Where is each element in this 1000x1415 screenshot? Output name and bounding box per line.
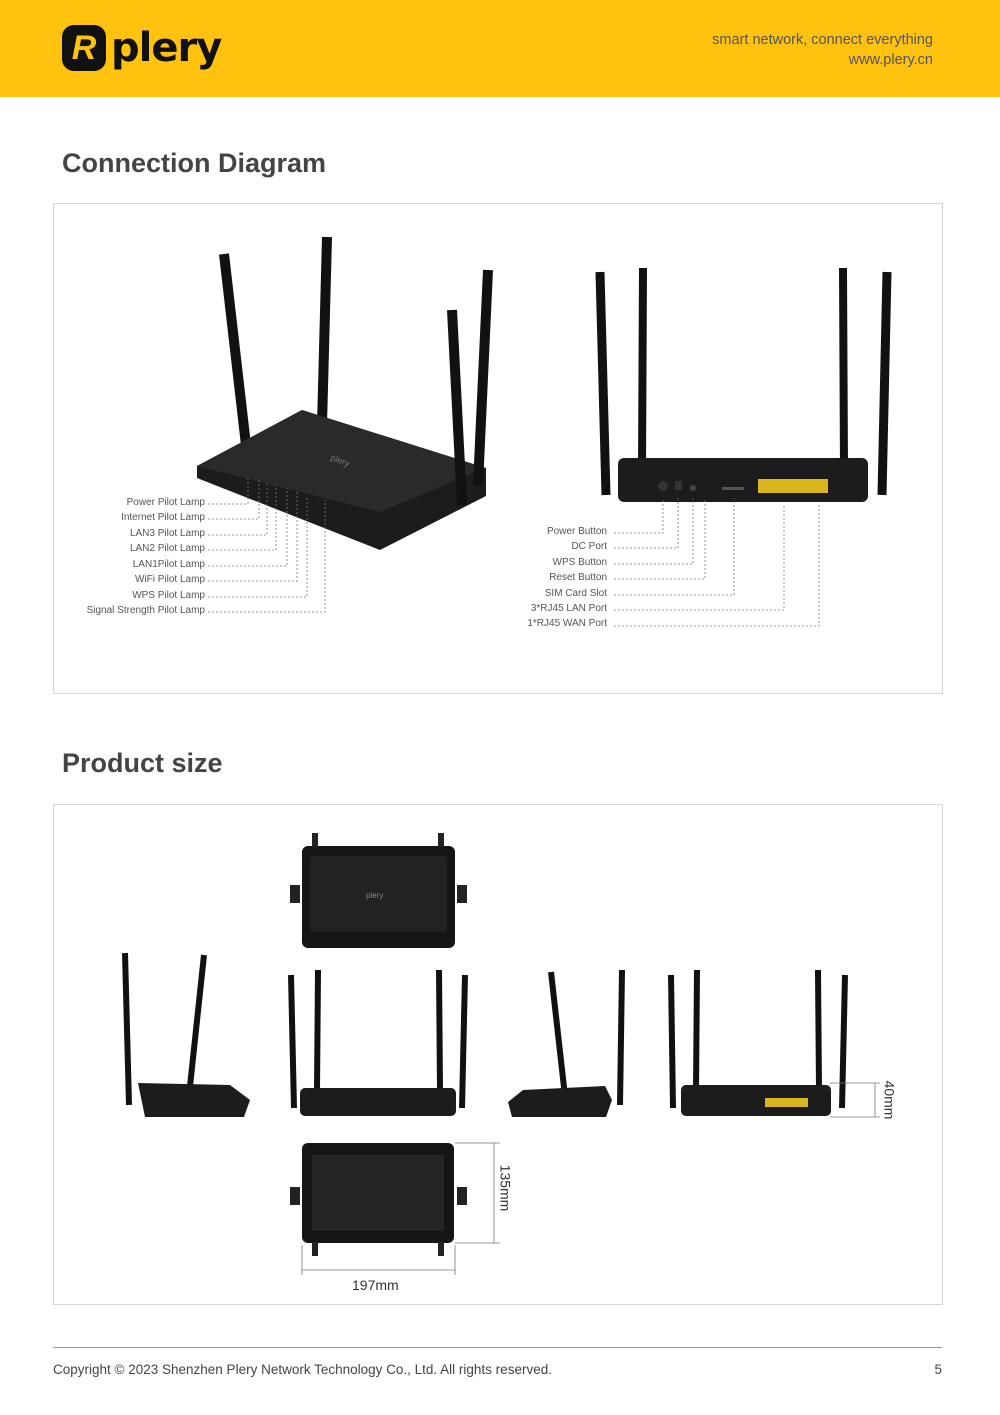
logo-text: plery — [111, 25, 222, 71]
label-signal-strength-pilot-lamp: Signal Strength Pilot Lamp — [86, 605, 205, 616]
label-wifi-pilot-lamp: WiFi Pilot Lamp — [134, 574, 205, 585]
label-wps-button: WPS Button — [552, 557, 607, 568]
router-top-view: plery — [290, 833, 467, 948]
label-power-button: Power Button — [546, 526, 607, 537]
label-power-pilot-lamp: Power Pilot Lamp — [126, 497, 205, 508]
page-number: 5 — [934, 1362, 942, 1377]
label-wps-pilot-lamp: WPS Pilot Lamp — [132, 590, 205, 601]
label-lan1-pilot-lamp: LAN1Pilot Lamp — [132, 559, 205, 570]
depth-dimension: 135mm — [497, 1164, 514, 1212]
rear-leader-lines — [614, 498, 820, 627]
router-rear-view — [595, 267, 892, 502]
label-dc-port: DC Port — [571, 541, 607, 552]
front-leader-lines — [208, 478, 326, 613]
router-side-view-right — [508, 969, 625, 1117]
label-sim-card-slot: SIM Card Slot — [544, 588, 607, 599]
plery-logo: R plery — [62, 25, 222, 71]
website: www.plery.cn — [848, 52, 933, 68]
dimension-lines — [301, 1082, 880, 1275]
footer-divider — [53, 1347, 942, 1348]
label-lan3-pilot-lamp: LAN3 Pilot Lamp — [129, 528, 205, 539]
tagline-block: smart network, connect everything www.pl… — [712, 30, 933, 70]
width-dimension: 197mm — [352, 1277, 399, 1293]
copyright: Copyright © 2023 Shenzhen Plery Network … — [53, 1362, 552, 1377]
router-front-elevation — [288, 969, 468, 1116]
label-internet-pilot-lamp: Internet Pilot Lamp — [121, 512, 205, 523]
connection-diagram-title: Connection Diagram — [62, 148, 327, 178]
router-bottom-view — [290, 1143, 467, 1256]
svg-text:plery: plery — [366, 891, 383, 900]
label-wan-port: 1*RJ45 WAN Port — [527, 618, 607, 629]
product-size-box — [53, 804, 943, 1305]
height-dimension: 40mm — [881, 1080, 898, 1120]
page-header: R plery smart network, connect everythin… — [0, 0, 1000, 97]
product-size-title: Product size — [62, 748, 223, 778]
logo-mark: R — [62, 25, 106, 71]
connection-diagram-box — [53, 203, 943, 694]
router-side-view-left — [122, 952, 250, 1117]
router-rear-elevation — [668, 969, 848, 1116]
router-front-view: plery — [197, 236, 493, 550]
tagline: smart network, connect everything — [712, 32, 933, 48]
label-lan2-pilot-lamp: LAN2 Pilot Lamp — [129, 543, 205, 554]
label-reset-button: Reset Button — [549, 572, 607, 583]
label-lan-ports: 3*RJ45 LAN Port — [530, 603, 607, 614]
